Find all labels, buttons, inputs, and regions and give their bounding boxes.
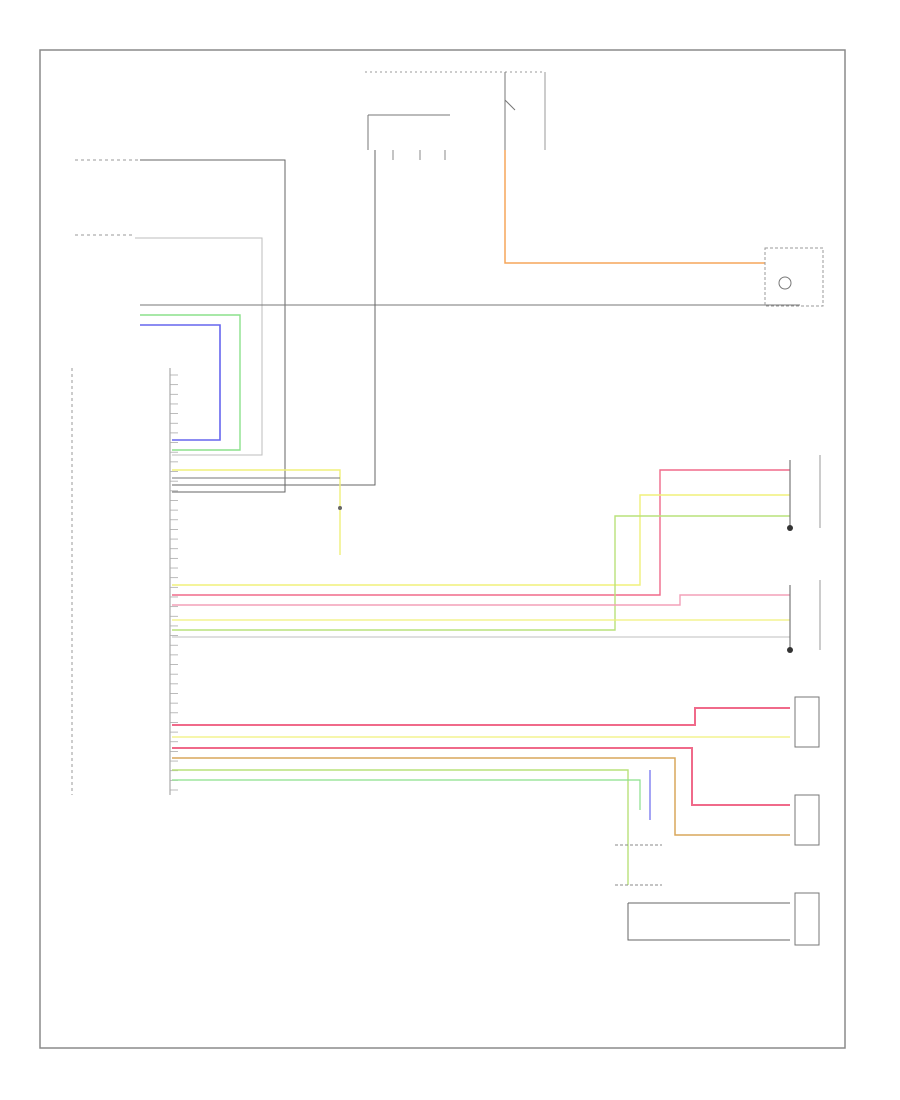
ecu-pin-labels [170, 374, 178, 791]
wire-red-curtain-2 [172, 747, 790, 806]
wire-orange-cluster [504, 150, 765, 264]
wire-green-seat [140, 314, 241, 451]
wire-green-splice [172, 769, 629, 885]
central-gateway [367, 114, 450, 160]
wire-dome-feed [140, 159, 286, 493]
wire-yellow-splice [172, 469, 341, 555]
wire-gateway-ecu [172, 150, 376, 486]
curtain-airbag-1 [794, 696, 820, 748]
wire-green-splice-2 [172, 779, 641, 810]
wire-red-right-sensor [172, 594, 790, 606]
airbag-ecu-connector [71, 368, 171, 795]
wire-blue-seat [140, 324, 221, 441]
left-occupant-sensor [787, 455, 821, 531]
wire-red-left-sensor [172, 469, 790, 596]
wire-fuse-feed [135, 237, 263, 456]
splice-connector [615, 844, 662, 886]
instrument-cluster [764, 247, 824, 307]
wire-yellow-left-sensor [172, 494, 790, 586]
diagram-border [39, 49, 846, 1049]
wire-green-left-sensor [172, 515, 790, 631]
curtain-airbag-3 [794, 892, 820, 946]
top-bus [365, 71, 546, 150]
splice-dot [338, 506, 342, 510]
wire-curtain-3b [627, 903, 790, 941]
wire-tan-curtain-2 [172, 757, 790, 836]
wire-red-curtain-1 [172, 707, 790, 726]
curtain-airbag-2 [794, 794, 820, 846]
right-occupant-sensor [787, 580, 821, 653]
